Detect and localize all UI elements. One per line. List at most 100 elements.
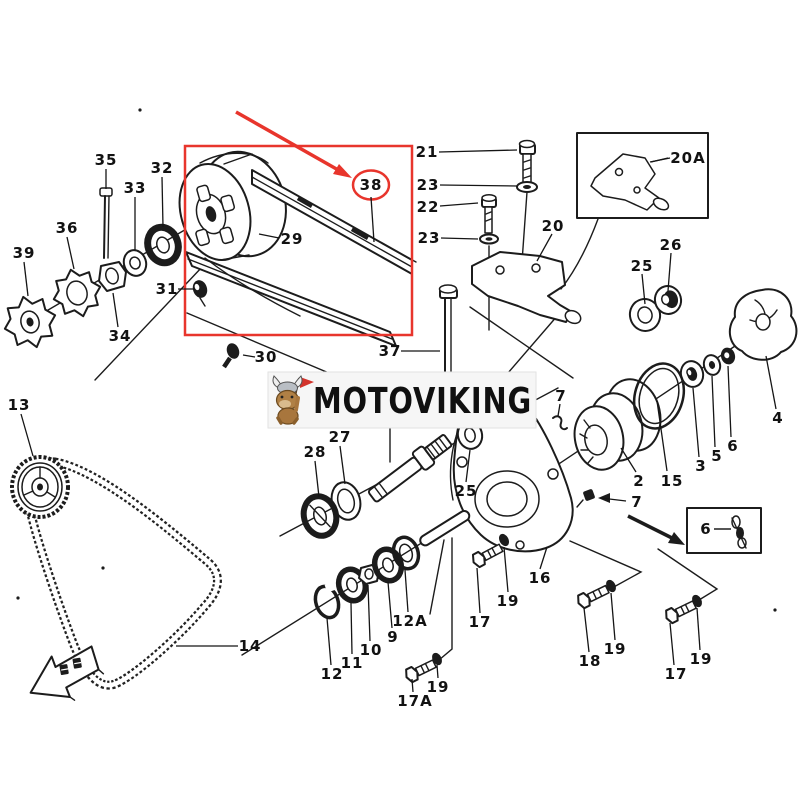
- part-label-6: 6: [727, 437, 738, 455]
- leader-line-12: [326, 617, 332, 666]
- part-label-19: 19: [497, 592, 520, 610]
- part-label-32: 32: [151, 159, 174, 177]
- part-label-14: 14: [239, 637, 262, 655]
- washer-19b: [692, 594, 702, 608]
- leader-line-30: [242, 354, 256, 358]
- part-label-39: 39: [13, 244, 36, 262]
- leader-line-19: [610, 592, 616, 641]
- gear-36: [52, 268, 102, 318]
- part-label-7: 7: [631, 493, 642, 511]
- leader-line-22: [439, 202, 479, 207]
- bolt-17-center: [471, 543, 504, 569]
- part-label-25: 25: [631, 257, 654, 275]
- washer-19-17a: [432, 652, 442, 666]
- washer-33-hole: [129, 256, 141, 270]
- leader-line-4: [765, 355, 777, 410]
- bolt-17a: [405, 659, 437, 684]
- star-wheel-39: [3, 295, 57, 349]
- leader-line-19: [503, 546, 509, 593]
- leader-line-17: [669, 622, 675, 666]
- leader-line-16: [539, 546, 548, 570]
- leader-line-20: [536, 233, 553, 262]
- part-label-19: 19: [604, 640, 627, 658]
- bracket-20: [471, 251, 582, 325]
- bolt-18: [577, 584, 610, 610]
- leader-line-38: [370, 196, 375, 243]
- part-label-37: 37: [379, 342, 402, 360]
- bolt-17b: [665, 600, 697, 625]
- leader-line-36: [66, 236, 75, 270]
- pin-8: [419, 509, 471, 547]
- part-label-29: 29: [281, 230, 304, 248]
- nut-7b: [576, 489, 595, 508]
- banner-background: [267, 371, 537, 429]
- highlight-arrow-shaft: [235, 110, 341, 173]
- highlight-arrow-head: [333, 164, 352, 178]
- dog-body: [277, 407, 299, 425]
- bearing-row: [313, 535, 421, 620]
- hub-and-belt-assembly: [178, 150, 417, 347]
- part-label-6: 6: [700, 520, 711, 538]
- part-label-3: 3: [695, 457, 706, 475]
- leader-line-19: [436, 664, 439, 679]
- part-label-18: 18: [579, 652, 602, 670]
- leader-line-10: [367, 584, 371, 642]
- part-label-20A: 20A: [670, 149, 705, 167]
- part-label-33: 33: [124, 179, 147, 197]
- part-label-19: 19: [427, 678, 450, 696]
- leader-line-26: [667, 252, 672, 292]
- left-idler-parts: [3, 187, 240, 369]
- part-label-19: 19: [690, 650, 713, 668]
- o-ring-15: [632, 362, 686, 430]
- leader-line-28: [314, 460, 320, 498]
- motoviking-logo: [272, 375, 314, 425]
- part-label-17: 17: [469, 613, 492, 631]
- leader-line-25: [465, 449, 471, 483]
- top-bracket-parts: [471, 139, 582, 331]
- part-label-9: 9: [387, 628, 398, 646]
- arrow-to-box: [627, 514, 685, 545]
- part-label-38: 38: [360, 176, 383, 194]
- highlight-annotations: [183, 110, 414, 337]
- leader-line-3: [692, 387, 700, 458]
- direction-arrow-kanji: [59, 657, 82, 676]
- direction-arrow: [29, 645, 105, 701]
- part-labels: 3936353332343129303837212322232020A26254…: [8, 143, 783, 710]
- bearing-32: [144, 223, 182, 267]
- leader-line-17A: [411, 678, 414, 693]
- leader-line-13: [20, 413, 34, 457]
- pulley-13: [10, 455, 70, 519]
- bearing-3: [679, 360, 705, 388]
- leader-line-29: [258, 233, 280, 239]
- leader-line-21: [438, 149, 518, 153]
- leader-line-20A: [649, 157, 671, 163]
- part-label-22: 22: [417, 198, 440, 216]
- leader-line-12A: [404, 569, 409, 613]
- clip-7a: [552, 415, 568, 431]
- leader-line-9: [387, 581, 393, 629]
- leader-line-32: [161, 176, 164, 228]
- part-label-11: 11: [341, 654, 364, 672]
- part-label-27: 27: [329, 428, 352, 446]
- leader-line-39: [23, 261, 29, 297]
- ring-6: [720, 347, 736, 365]
- leader-line-7: [600, 497, 627, 502]
- washer-19-center: [498, 533, 510, 547]
- stud-35: [99, 187, 113, 259]
- leader-line-17: [476, 567, 481, 614]
- leader-line-25: [641, 273, 646, 305]
- part-label-17: 17: [665, 665, 688, 683]
- leader-line-11: [350, 602, 353, 655]
- part-label-34: 34: [109, 327, 132, 345]
- watermark-banner: MOTOVIKING: [267, 371, 537, 429]
- part-label-7: 7: [555, 387, 566, 405]
- snap-ring-12: [313, 582, 341, 620]
- part-label-5: 5: [711, 447, 722, 465]
- part-label-23: 23: [418, 229, 441, 247]
- leader-line-7: [557, 403, 561, 417]
- bolt-30: [222, 343, 240, 369]
- part-label-35: 35: [95, 151, 118, 169]
- part-label-20: 20: [542, 217, 565, 235]
- part-label-31: 31: [156, 280, 179, 298]
- leader-line-2: [620, 447, 637, 473]
